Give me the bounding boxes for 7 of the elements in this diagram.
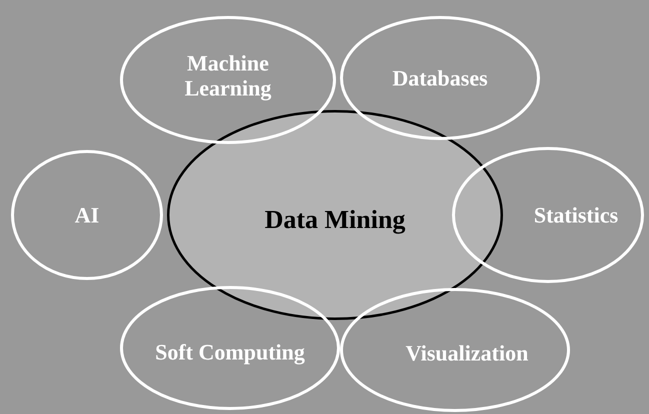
node-label: Machine Learning xyxy=(184,50,272,102)
node-label: Soft Computing xyxy=(155,339,305,365)
node-label: Data Mining xyxy=(264,205,406,235)
node-label: Statistics xyxy=(534,202,618,228)
node-label: AI xyxy=(74,202,100,228)
node-label: Databases xyxy=(392,65,488,91)
node-label: Visualization xyxy=(406,340,528,366)
